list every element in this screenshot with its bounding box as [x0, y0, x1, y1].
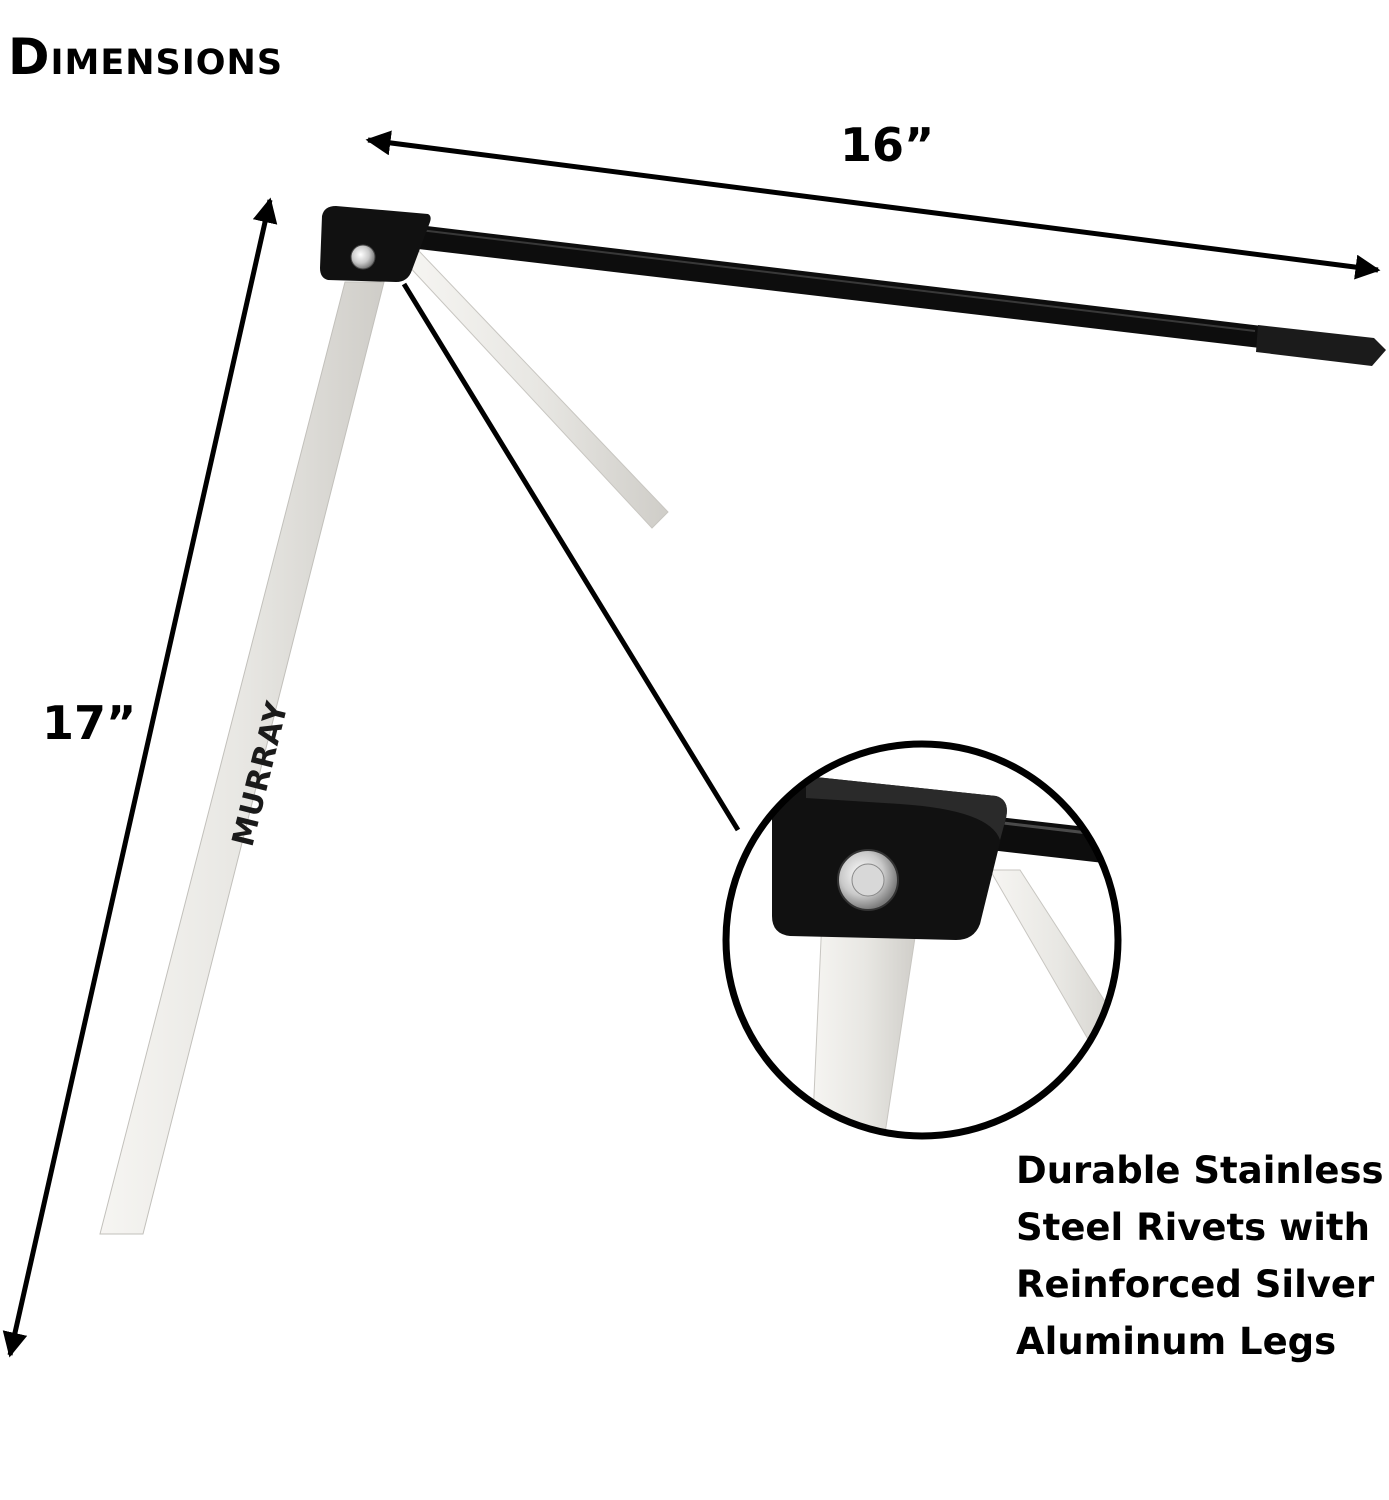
height-label: 17”	[42, 696, 137, 750]
handle-rod	[410, 224, 1262, 348]
callout-line: Reinforced Silver	[1016, 1263, 1375, 1306]
front-leg	[99, 281, 385, 1235]
callout-line: Durable Stainless	[1016, 1149, 1384, 1192]
height-dimension-arrow	[2, 197, 278, 1358]
width-dimension-arrow	[365, 130, 1381, 280]
width-label: 16”	[840, 118, 935, 172]
callout-line: Steel Rivets with	[1016, 1206, 1370, 1249]
feature-callout: Durable Stainless Steel Rivets with Rein…	[1016, 1142, 1384, 1370]
zoom-connector-line	[401, 282, 741, 832]
callout-line: Aluminum Legs	[1016, 1320, 1337, 1363]
section-title: Dimensions	[8, 28, 284, 86]
rod-grip	[1256, 325, 1386, 366]
rivet-closeup	[726, 744, 1118, 1136]
rivet-bracket	[320, 206, 431, 282]
rivet	[350, 244, 376, 270]
rear-leg	[404, 249, 669, 529]
closeup-frame	[722, 740, 1122, 1140]
